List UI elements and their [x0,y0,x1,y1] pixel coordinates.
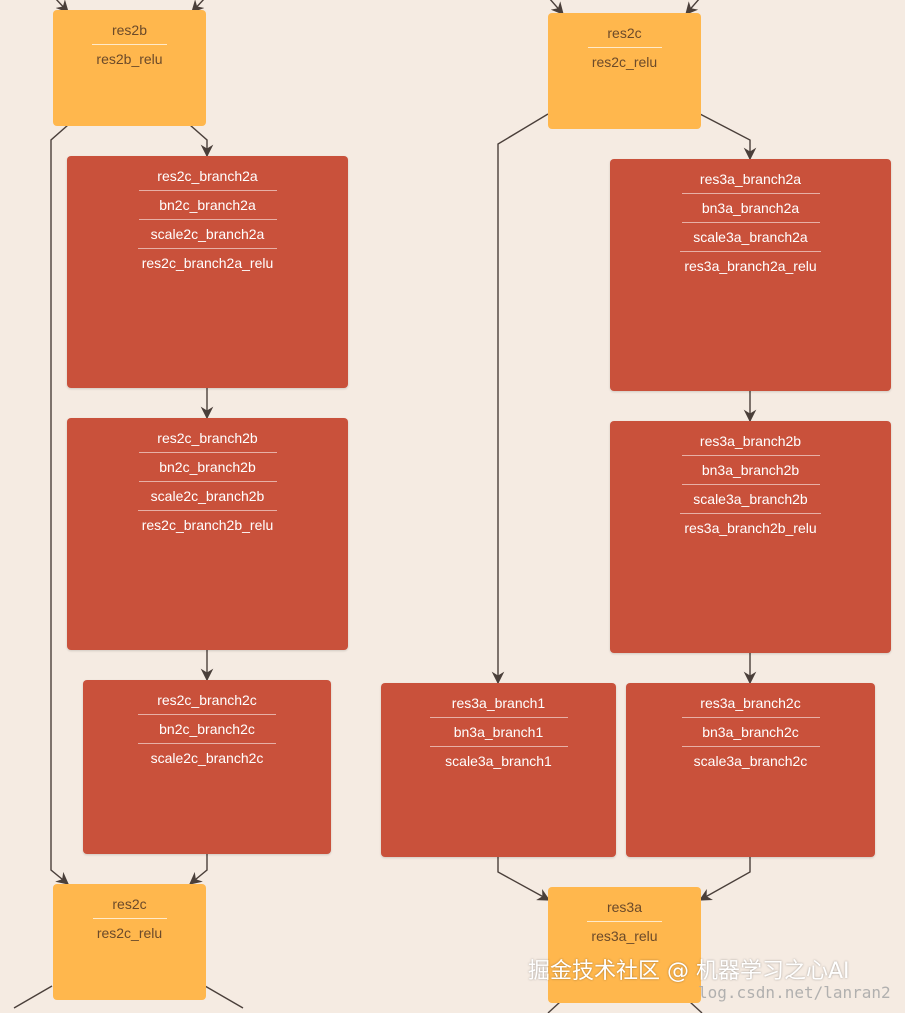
node-res2c-top-line-2: res2c_relu [587,47,662,76]
node-res3a-branch2b[interactable]: res3a_branch2b bn3a_branch2b scale3a_bra… [610,421,891,653]
edge-2c-to-res2c-left [189,853,208,885]
node-res3a-branch2b-line-1: res3a_branch2b [699,433,802,449]
node-res3a-branch2a-line-3: scale3a_branch2a [681,222,820,251]
node-res2c-branch2a-line-3: scale2c_branch2a [138,219,277,248]
node-res3a-branch2b-line-2: bn3a_branch2b [681,455,820,484]
node-res2c-top[interactable]: res2c res2c_relu [548,13,701,129]
node-res2c-branch2c-line-3: scale2c_branch2c [138,743,276,772]
node-res2c-top-line-1: res2c [607,25,642,41]
node-res2c-branch2a-line-4: res2c_branch2a_relu [137,248,278,277]
node-res3a-branch1-line-1: res3a_branch1 [451,695,546,711]
node-res3a[interactable]: res3a res3a_relu [548,887,701,1003]
node-res2b[interactable]: res2b res2b_relu [53,10,206,126]
edge-res2c-to-res3a-branch1 [491,113,549,685]
node-res3a-branch2c-line-3: scale3a_branch2c [681,746,820,775]
node-res3a-branch2a-line-2: bn3a_branch2a [681,193,820,222]
node-res2c-bottom-line-1: res2c [112,896,147,912]
edge-2c-to-res3a [698,856,751,901]
node-res3a-branch2c-line-1: res3a_branch2c [700,695,801,711]
edge-out-res3a-right [689,1001,703,1013]
edge-out-res2c-left [13,985,53,1009]
edge-in-res2b-right [191,0,205,13]
edge-res2b-shortcut [50,124,69,885]
node-res2c-branch2a-line-2: bn2c_branch2a [138,190,277,219]
node-res3a-branch2b-line-3: scale3a_branch2b [681,484,820,513]
edge-out-res2c-right [204,985,244,1009]
edge-res2b-to-res2c-branch2a [189,124,214,158]
edge-in-res2c-left [549,0,564,15]
node-res3a-branch2a-line-4: res3a_branch2a_relu [680,251,821,280]
node-res3a-branch1-line-2: bn3a_branch1 [429,717,568,746]
edge-out-res3a-left [547,1001,561,1013]
node-res3a-branch2a-line-1: res3a_branch2a [699,171,802,187]
node-res3a-branch1[interactable]: res3a_branch1 bn3a_branch1 scale3a_branc… [381,683,616,857]
node-res2c-branch2c[interactable]: res2c_branch2c bn2c_branch2c scale2c_bra… [83,680,331,854]
node-res3a-branch2c-line-2: bn3a_branch2c [681,717,820,746]
node-res2c-branch2c-line-2: bn2c_branch2c [138,714,276,743]
node-res3a-line-1: res3a [606,899,643,915]
node-res3a-branch2b-line-4: res3a_branch2b_relu [680,513,821,542]
node-res3a-line-2: res3a_relu [587,921,662,950]
node-res2c-branch2b-line-4: res2c_branch2b_relu [137,510,278,539]
node-res2c-branch2b-line-3: scale2c_branch2b [138,481,277,510]
node-res2c-branch2c-line-1: res2c_branch2c [157,692,257,708]
node-res2c-branch2a[interactable]: res2c_branch2a bn2c_branch2a scale2c_bra… [67,156,348,388]
edge-in-res2b-left [55,0,69,13]
edge-res2c-to-res3a-branch2a [699,113,757,161]
node-res2c-bottom-line-2: res2c_relu [92,918,167,947]
node-res2c-branch2a-line-1: res2c_branch2a [157,168,258,184]
node-res2c-branch2b-line-2: bn2c_branch2b [138,452,277,481]
node-res3a-branch1-line-3: scale3a_branch1 [429,746,568,775]
edge-branch1-to-res3a [497,856,551,901]
node-res3a-branch2a[interactable]: res3a_branch2a bn3a_branch2a scale3a_bra… [610,159,891,391]
node-res2b-line-1: res2b [111,22,148,38]
node-res2c-branch2b[interactable]: res2c_branch2b bn2c_branch2b scale2c_bra… [67,418,348,650]
node-res2b-line-2: res2b_relu [92,44,167,73]
node-res2c-bottom[interactable]: res2c res2c_relu [53,884,206,1000]
node-res3a-branch2c[interactable]: res3a_branch2c bn3a_branch2c scale3a_bra… [626,683,875,857]
edge-in-res2c-right [685,0,700,15]
node-res2c-branch2b-line-1: res2c_branch2b [157,430,258,446]
